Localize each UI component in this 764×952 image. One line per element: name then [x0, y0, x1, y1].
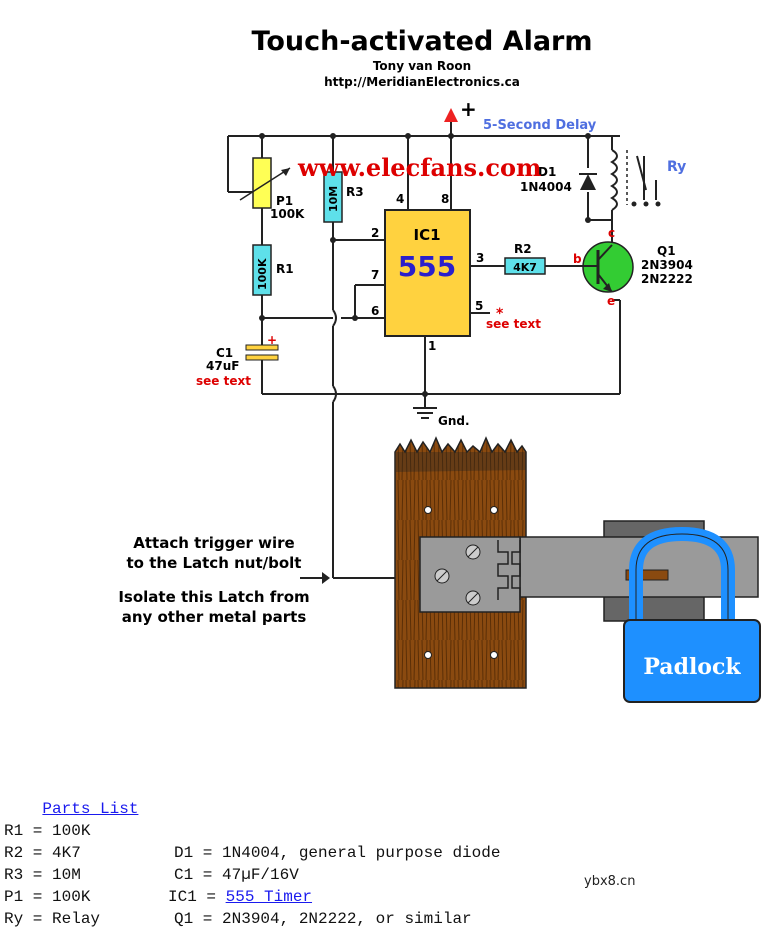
d1-ref: D1: [538, 165, 556, 179]
parts-row: Ry = Relay: [4, 886, 100, 928]
c1-polarity: +: [267, 333, 277, 347]
parts-row: R3 = 10M IC1 = 555 Timer: [4, 842, 312, 906]
parts-row: P1 = 100K Q1 = 2N3904, 2N2222, or simila…: [4, 864, 472, 928]
r1-value: 100K: [256, 258, 269, 290]
relay-ref: Ry: [667, 159, 686, 175]
transistor-q1: b c e Q1 2N3904 2N2222: [573, 226, 693, 308]
overlay-watermark: www.elecfans.com: [297, 153, 541, 182]
diagram-title: Touch-activated Alarm: [251, 26, 592, 57]
diode-d1: D1 1N4004: [520, 165, 597, 194]
resistor-r3: 10M R3: [323, 171, 364, 223]
ic1-prefix: IC1 =: [168, 888, 226, 906]
padlock-label: Padlock: [643, 654, 741, 680]
q1-pin-c: c: [608, 226, 615, 240]
p1-ref: P1: [276, 194, 293, 208]
r2-ref: R2: [514, 242, 532, 256]
parts-row-left: R3 = 10M: [4, 866, 81, 884]
pin-2-label: 2: [371, 226, 379, 240]
resistor-r2: 4K7 R2: [504, 242, 546, 275]
pin5-asterisk: *: [496, 306, 504, 322]
ground-icon: [413, 407, 437, 419]
parts-row-left: R2 = 4K7: [4, 844, 81, 862]
p1-value: 100K: [270, 207, 305, 221]
parts-row-right: C1 = 47µF/16V: [174, 866, 299, 884]
r1-ref: R1: [276, 262, 294, 276]
pin-6-label: 6: [371, 304, 379, 318]
latch-text-line-3: Isolate this Latch from: [118, 588, 309, 606]
pin-4-label: 4: [396, 192, 404, 206]
pin5-note: see text: [486, 317, 541, 331]
supply-plus-label: +: [460, 97, 477, 121]
delay-label: 5-Second Delay: [483, 118, 597, 133]
parts-list-heading-link[interactable]: Parts List: [42, 800, 139, 818]
pin-7-label: 7: [371, 268, 379, 282]
pin-1-label: 1: [428, 339, 436, 353]
footer-watermark: ybx8.cn: [584, 874, 636, 889]
parts-row-left: R1 = 100K: [4, 822, 91, 840]
ic1-ref: IC1: [413, 226, 440, 244]
d1-value: 1N4004: [520, 180, 572, 194]
potentiometer-p1: P1 100K: [239, 157, 305, 221]
parts-row: R2 = 4K7 C1 = 47µF/16V: [4, 820, 299, 884]
junction-dots: [259, 133, 591, 397]
ic1-value: 555: [398, 250, 456, 283]
author-name: Tony van Roon: [373, 59, 471, 73]
q1-ref: Q1: [657, 244, 676, 258]
c1-ref: C1: [216, 346, 233, 360]
r2-value: 4K7: [513, 261, 537, 274]
pin-3-label: 3: [476, 251, 484, 265]
r3-ref: R3: [346, 185, 364, 199]
timer-555-link[interactable]: 555 Timer: [225, 888, 313, 906]
latch-text-line-2: to the Latch nut/bolt: [127, 554, 302, 572]
parts-row-left: Ry = Relay: [4, 910, 101, 928]
capacitor-c1: + C1 47uF see text: [196, 333, 279, 388]
parts-list-heading-row: Parts List: [4, 776, 138, 818]
latch-text-line-1: Attach trigger wire: [133, 534, 294, 552]
ic-555: IC1 555 1 2 3 4 5 6 7 8: [371, 192, 484, 353]
q1-value-2: 2N2222: [641, 272, 693, 286]
latch-instructions: Attach trigger wire to the Latch nut/bol…: [118, 534, 309, 626]
supply-arrow-icon: [444, 108, 458, 122]
latch-text-line-4: any other metal parts: [122, 608, 307, 626]
pin-8-label: 8: [441, 192, 449, 206]
q1-value-1: 2N3904: [641, 258, 693, 272]
schematic-diagram: Touch-activated Alarm Tony van Roon http…: [118, 26, 761, 703]
resistor-r1: 100K R1: [252, 244, 294, 296]
author-url: http://MeridianElectronics.ca: [324, 75, 520, 89]
parts-row: R1 = 100K D1 = 1N4004, general purpose d…: [4, 798, 500, 862]
padlock-icon: Padlock: [623, 526, 761, 703]
q1-pin-e: e: [607, 294, 615, 308]
q1-pin-b: b: [573, 252, 582, 266]
c1-value: 47uF: [206, 359, 239, 373]
trigger-arrow-icon: [322, 572, 330, 584]
parts-row-left: P1 = 100K: [4, 888, 91, 906]
ground-label: Gnd.: [438, 414, 470, 428]
pin-5-label: 5: [475, 299, 483, 313]
parts-row-right: D1 = 1N4004, general purpose diode: [174, 844, 501, 862]
relay-ry: Ry: [610, 149, 686, 211]
c1-note: see text: [196, 374, 251, 388]
parts-row-right: IC1 = 555 Timer: [168, 886, 312, 908]
parts-row-right: Q1 = 2N3904, 2N2222, or similar: [174, 910, 472, 928]
r3-value: 10M: [327, 186, 340, 212]
